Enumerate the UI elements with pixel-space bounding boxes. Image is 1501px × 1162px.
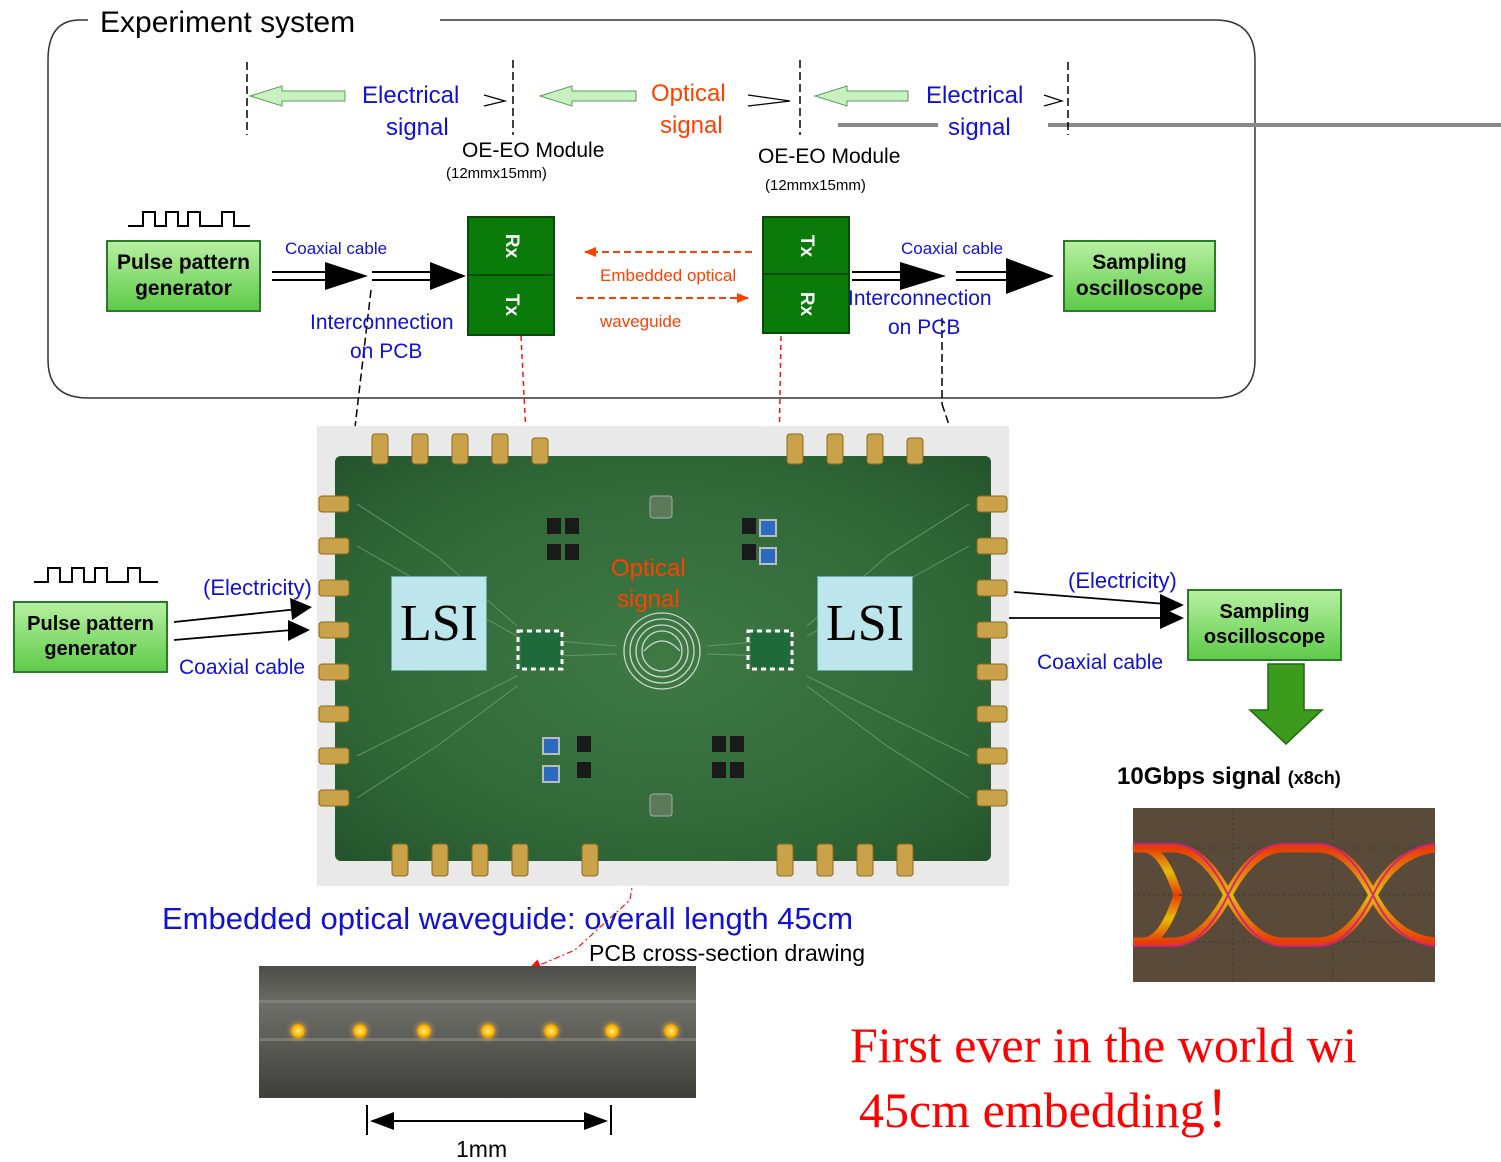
cross-section-photo xyxy=(259,966,696,1098)
oscilloscope-label-2: oscilloscope xyxy=(1075,277,1204,300)
pulse-pattern-generator-mid: Pulse pattern generator xyxy=(13,601,168,673)
elec-arrow-right-1 xyxy=(1013,591,1167,605)
sampling-oscilloscope-mid: Sampling oscilloscope xyxy=(1187,589,1342,661)
oscilloscope-mid-label-2: oscilloscope xyxy=(1203,626,1326,648)
pulse-pattern-generator-top: Pulse pattern generator xyxy=(106,240,261,312)
coax-label-mid-left: Coaxial cable xyxy=(179,656,306,679)
segment-chevrons xyxy=(483,94,1065,107)
generator-label-2: generator xyxy=(135,277,232,300)
interconnect-right-1: Interconnection xyxy=(848,287,992,310)
segment-optical-2: signal xyxy=(660,112,723,139)
coax-arrows-top xyxy=(272,258,1054,294)
electricity-right: (Electricity) xyxy=(1068,568,1177,593)
oe-eo-module-left: Rx Tx xyxy=(467,216,555,336)
interconnect-right-2: on PCB xyxy=(888,316,961,339)
coax-label-mid-right: Coaxial cable xyxy=(1037,651,1164,674)
interconnect-left-1: Interconnection xyxy=(310,311,454,334)
pulse-wave-mid xyxy=(34,567,158,583)
module-left-name: OE-EO Module xyxy=(462,139,605,162)
waveguide-label-1: Embedded optical xyxy=(600,266,737,285)
sampling-oscilloscope-top: Sampling oscilloscope xyxy=(1063,240,1216,312)
generator-label-1: Pulse pattern xyxy=(116,250,251,274)
oscilloscope-label-1: Sampling xyxy=(1092,250,1187,274)
module-right-size: (12mmx15mm) xyxy=(765,177,866,194)
signal-rate: 10Gbps signal xyxy=(1117,763,1282,790)
waveguide-label-2: waveguide xyxy=(600,312,682,331)
module-right-bottom-label: Rx xyxy=(795,291,817,316)
oe-eo-module-right: Tx Rx xyxy=(762,216,850,334)
experiment-frame xyxy=(47,19,1256,399)
lsi-right: LSI xyxy=(817,576,913,671)
coax-label-top-right: Coaxial cable xyxy=(901,239,1004,258)
waveguide-caption: Embedded optical waveguide: overall leng… xyxy=(162,901,854,936)
signal-channels: (x8ch) xyxy=(1287,768,1341,788)
pcb-details xyxy=(318,433,1008,877)
headline-line-1: First ever in the world wi xyxy=(850,1017,1357,1073)
module-left-top-label: Rx xyxy=(500,233,522,259)
scale-bar xyxy=(366,1105,612,1135)
segment-arrows xyxy=(248,85,909,107)
cross-section-caption: PCB cross-section drawing xyxy=(587,940,868,966)
module-right-name: OE-EO Module xyxy=(758,145,901,168)
interconnect-left-2: on PCB xyxy=(350,340,423,363)
module-left-size: (12mmx15mm) xyxy=(446,165,547,182)
board-optical-signal-1: Optical xyxy=(611,555,686,582)
module-left-bottom-label: Tx xyxy=(501,293,522,317)
experiment-system-title: Experiment system xyxy=(94,8,362,38)
segment-electrical-right-1: Electrical xyxy=(926,82,1024,109)
segment-optical-1: Optical xyxy=(651,80,726,107)
eye-diagram xyxy=(1133,808,1435,982)
generator-mid-label-2: generator xyxy=(44,638,137,660)
generator-mid-label-1: Pulse pattern xyxy=(27,613,154,635)
elec-arrow-left-2 xyxy=(173,629,293,641)
coax-label-top-left: Coaxial cable xyxy=(285,239,388,258)
pulse-wave-top xyxy=(128,211,250,227)
module-right-top-label: Tx xyxy=(796,234,817,257)
elec-arrow-left-1 xyxy=(173,604,309,623)
lsi-left: LSI xyxy=(391,576,487,671)
oscilloscope-mid-label-1: Sampling xyxy=(1219,601,1310,623)
signal-label: 10Gbps signal (x8ch) xyxy=(1117,765,1341,789)
eye-diagram-traces xyxy=(1133,808,1435,982)
segment-electrical-right-2: signal xyxy=(948,114,1011,141)
segment-electrical-left-1: Electrical xyxy=(362,82,460,109)
segment-electrical-left-2: signal xyxy=(386,114,449,141)
headline-line-2: 45cm embedding！ xyxy=(859,1082,1255,1138)
down-arrow xyxy=(1248,663,1324,746)
scale-label: 1mm xyxy=(456,1136,508,1162)
electricity-left: (Electricity) xyxy=(203,575,312,600)
board-optical-signal-2: signal xyxy=(617,586,680,613)
